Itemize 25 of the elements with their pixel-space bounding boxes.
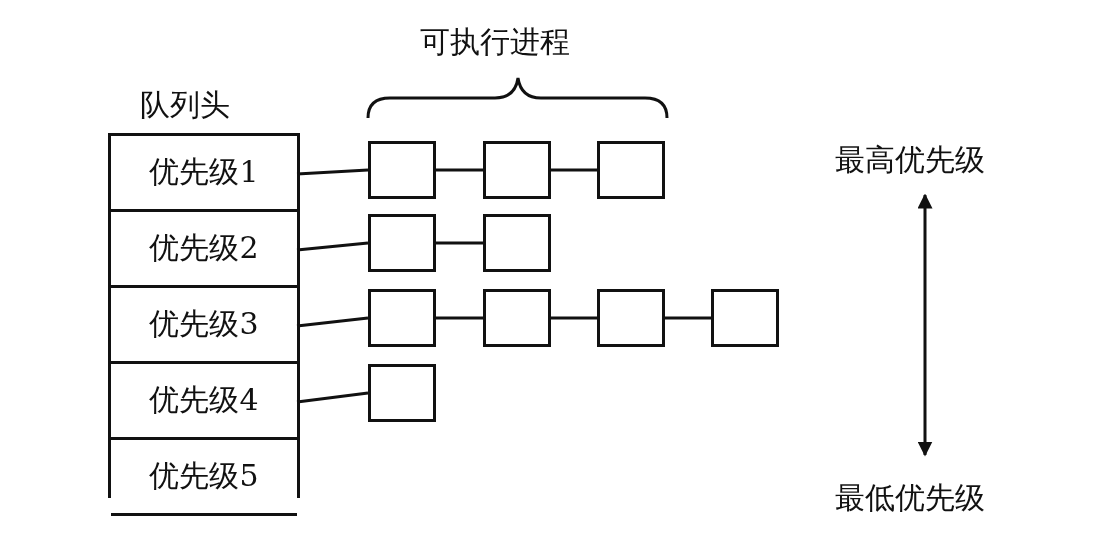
connector-line — [551, 168, 597, 172]
process-box — [483, 141, 551, 199]
queue-heading: 队列头 — [140, 86, 230, 124]
priority-row: 优先级5 — [111, 440, 297, 516]
priority-row: 优先级4 — [111, 364, 297, 440]
process-box — [597, 141, 665, 199]
connector-line — [436, 168, 483, 172]
brace-label: 可执行进程 — [420, 23, 570, 61]
priority-label: 最高优先级 — [835, 141, 985, 179]
priority-row: 优先级2 — [111, 212, 297, 288]
connector-line — [665, 316, 711, 320]
process-box — [483, 289, 551, 347]
process-box — [368, 364, 436, 422]
process-box — [368, 289, 436, 347]
process-box — [483, 214, 551, 272]
process-box — [597, 289, 665, 347]
process-box — [368, 141, 436, 199]
process-box — [368, 214, 436, 272]
connector-line — [551, 316, 597, 320]
connector-line — [436, 241, 483, 245]
priority-label: 最低优先级 — [835, 479, 985, 517]
priority-row: 优先级1 — [111, 136, 297, 212]
connector-line — [436, 316, 483, 320]
process-box — [711, 289, 779, 347]
priority-row: 优先级3 — [111, 288, 297, 364]
